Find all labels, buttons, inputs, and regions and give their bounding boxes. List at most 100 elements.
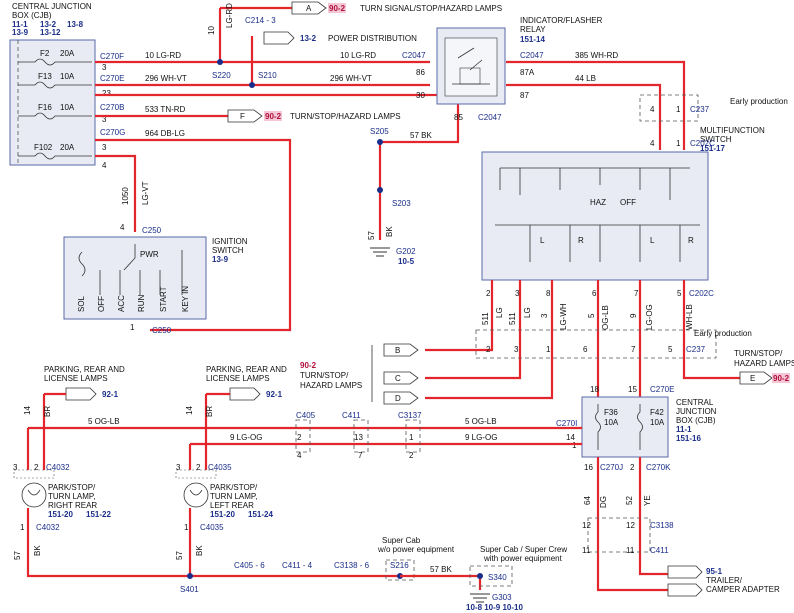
wire-ye [638,457,668,576]
label-og-left: 5 OG-LB [88,417,120,426]
conn-c3137-box [405,419,421,453]
conn-c214: C214 - 3 [245,16,276,25]
c405-p2: 2 [297,433,302,442]
ign-pwr: PWR [140,250,159,259]
relay-c2047-bottom: C2047 [478,113,502,122]
fuse-f36-symbol [595,404,601,450]
label-s220: S220 [212,71,231,80]
c411-p11a: 11 [582,546,591,555]
lamp-right-ref1: 151-20 [48,510,73,519]
trailer-t2: CAMPER ADAPTER [706,585,780,594]
pin-c270e: 23 [102,89,111,98]
fuse-f16-symbol [18,112,92,120]
label-57bk-bottom: 57 BK [430,565,452,574]
conn-c405-box [295,419,311,453]
cjb-top-ref-3: 13-8 [67,20,84,29]
fuse-f42-symbol [637,404,643,450]
ign-pos-sol: SOL [77,295,86,312]
early2-box [475,329,717,359]
prl2-t2: LICENSE LAMPS [206,374,270,383]
label-c411: C411 [342,411,361,420]
cjb-bot-c270j: C270J [600,463,623,472]
right-ref-t1: TURN/STOP/ [734,349,783,358]
ref-f-label: F [240,112,245,121]
label-vert-lgrd: LG-RD [225,3,234,28]
label-w5: 10 LG-RD [340,51,376,60]
mfs-color-lgwh: LG-WH [559,303,568,330]
splice-s340 [477,573,483,579]
mfs-c202c-top: C202C [690,139,715,148]
cjb-top-ref-2: 13-2 [40,20,57,29]
relay-title-2: RELAY [520,25,546,34]
lamp-left-t1: PARK/STOP/ [210,483,258,492]
fuse-f16: F16 10A [18,103,92,120]
conn-c270b: C270B [100,103,124,112]
mfs-color-lgog: LG-OG [645,304,654,330]
relay-c2047-left: C2047 [402,51,426,60]
wire-mfs-2 [425,280,494,352]
mfs-pin-6: 6 [592,289,597,298]
fuse-f16-name: F16 [38,103,52,112]
label-dg: DG [599,496,608,508]
prl1-t2: LICENSE LAMPS [44,374,108,383]
mfs-box [481,151,709,281]
label-s203: S203 [392,199,411,208]
relay-c2047-right: C2047 [520,51,544,60]
label-ye: YE [643,495,652,506]
label-c3137: C3137 [398,411,422,420]
ref-g202: 10-5 [398,257,415,266]
label-w8: 44 LB [575,74,596,83]
prl2-tag [229,387,261,401]
cjb-bot-box [581,396,669,458]
ign-pos-keyin: KEY IN [181,286,190,312]
early1-box [639,94,699,122]
wire-964-dblg [95,138,292,332]
fuse-f42-amp: 10A [650,418,665,427]
relay-coil [459,67,481,85]
label-c3138-6: C3138 - 6 [334,561,370,570]
label-s205: S205 [370,127,389,136]
mfs-wire-9: 9 [629,313,638,318]
ref-b-label: B [395,346,400,355]
label-sc3: Super Cab / Super Crew [480,545,567,554]
lamp-left-connector [175,469,217,479]
relay-p30: 30 [416,91,425,100]
ref-d-label: D [395,394,401,403]
mfs-title-1: MULTIFUNCTION [700,126,765,135]
mfs-R1: R [578,236,584,245]
ref-c-tag [383,371,419,385]
ign-pos-acc: ACC [117,295,126,312]
ref-b-tag [383,343,419,357]
label-vert-lgvt: LG-VT [141,181,150,205]
label-w3: 533 TN-RD [145,105,186,114]
early2-c237: C237 [686,345,706,354]
wire-44-lb [506,83,662,150]
early2-p3: 3 [514,345,519,354]
right-ref-t2: HAZARD LAMPS [734,359,794,368]
relay-title-1: INDICATOR/FLASHER [520,16,603,25]
fuse-f13-name: F13 [38,72,52,81]
ign-pos-start: START [159,286,168,312]
mfs-ref: 151-17 [700,144,725,153]
relay-p86: 86 [416,68,425,77]
fuse-f42-name: F42 [650,408,664,417]
label-c405-6: C405 - 6 [234,561,265,570]
fuse-f13-amp: 10A [60,72,75,81]
mfs-color-oglb: OG-LB [601,305,610,330]
relay-inner [444,37,498,97]
trailer-ref: 95-1 [706,567,723,576]
lamp-left-c1: C4035 [208,463,232,472]
mfs-L2: L [650,236,655,245]
s340-box [469,565,513,587]
label-bk-left: BK [195,545,204,556]
ref-f-text: TURN/STOP/HAZARD LAMPS [290,112,401,121]
cjb-bot-p1: 1 [572,441,577,450]
splice-s203 [377,187,383,193]
label-c411-bottom: C411 [650,546,669,555]
lamp-left-filament [189,489,203,496]
lamp-left-p3: 3 [176,463,181,472]
prl2-ref: 92-1 [266,390,283,399]
label-br-left: BR [205,406,214,417]
cjb-bot-p16: 16 [584,463,593,472]
early2-p2: 2 [486,345,491,354]
